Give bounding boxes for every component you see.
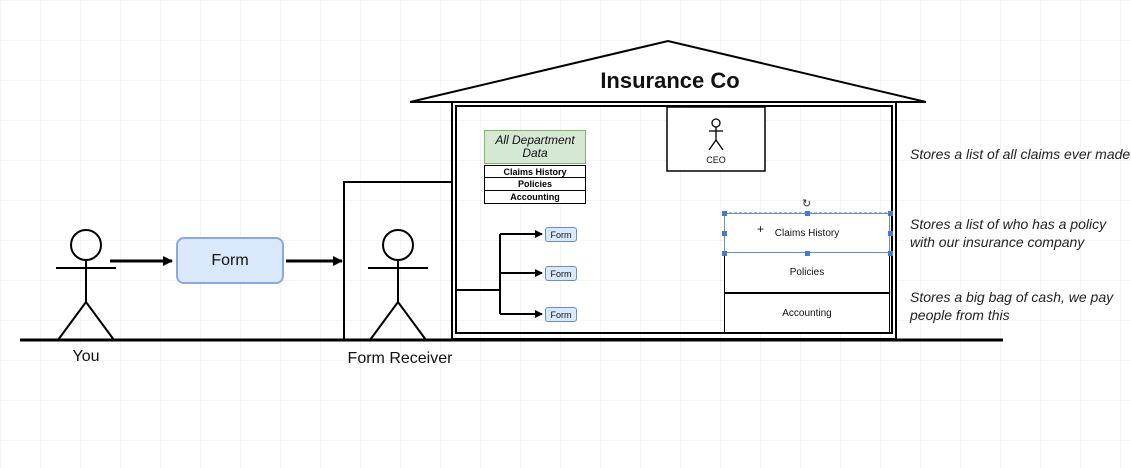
you-figure xyxy=(56,229,116,341)
note-policies: Stores a list of who has a policy with o… xyxy=(910,216,1107,250)
rotate-icon[interactable]: ↻ xyxy=(802,198,812,210)
selection-handle-top-right[interactable] xyxy=(888,211,893,216)
you-label: You xyxy=(72,348,100,365)
department-row-policies: Policies xyxy=(484,178,586,191)
form-receiver-figure xyxy=(368,229,428,341)
selection-handle-mid-right[interactable] xyxy=(888,231,893,236)
department-row-claims: Claims History xyxy=(484,165,586,178)
selection-handle-top-center[interactable] xyxy=(805,211,810,216)
branch-connector xyxy=(456,230,543,318)
small-form-3[interactable]: Form xyxy=(545,307,577,322)
form-receiver-label: Form Receiver xyxy=(347,350,453,367)
diagram-title: Insurance Co xyxy=(600,68,740,93)
add-icon[interactable]: + xyxy=(757,222,765,236)
form-node[interactable]: Form xyxy=(176,237,284,284)
house-body xyxy=(451,101,897,340)
accounting-table[interactable]: Accounting xyxy=(724,293,890,333)
receiver-booth xyxy=(343,181,452,340)
selection-handle-bottom-left[interactable] xyxy=(722,251,727,256)
small-form-1[interactable]: Form xyxy=(545,227,577,242)
selection-handle-top-left[interactable] xyxy=(722,211,727,216)
small-form-2[interactable]: Form xyxy=(545,266,577,281)
selection-handle-bottom-center[interactable] xyxy=(805,251,810,256)
ceo-figure xyxy=(708,118,724,151)
note-accounting: Stores a big bag of cash, we pay people … xyxy=(910,289,1114,323)
house-inner-wall xyxy=(455,105,893,334)
department-row-accounting: Accounting xyxy=(484,191,586,204)
note-claims: Stores a list of all claims ever made xyxy=(910,146,1131,162)
all-department-data-table[interactable]: All Department Data Claims History Polic… xyxy=(484,130,586,204)
policies-table[interactable]: Policies xyxy=(724,253,890,293)
selection-handle-mid-left[interactable] xyxy=(722,231,727,236)
department-table-header: All Department Data xyxy=(484,130,586,164)
selection-handle-bottom-right[interactable] xyxy=(888,251,893,256)
ceo-label: CEO xyxy=(706,155,726,165)
claims-history-table[interactable]: Claims History xyxy=(724,213,890,253)
